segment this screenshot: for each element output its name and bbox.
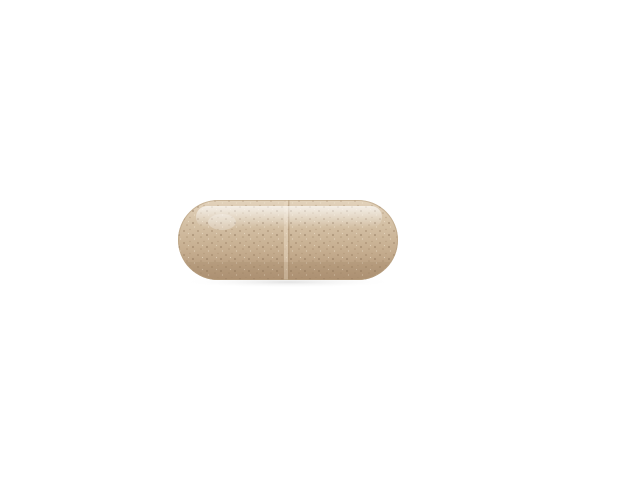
capsule [178,200,398,280]
capsule-seam [284,200,290,280]
capsule-highlight [196,206,382,230]
